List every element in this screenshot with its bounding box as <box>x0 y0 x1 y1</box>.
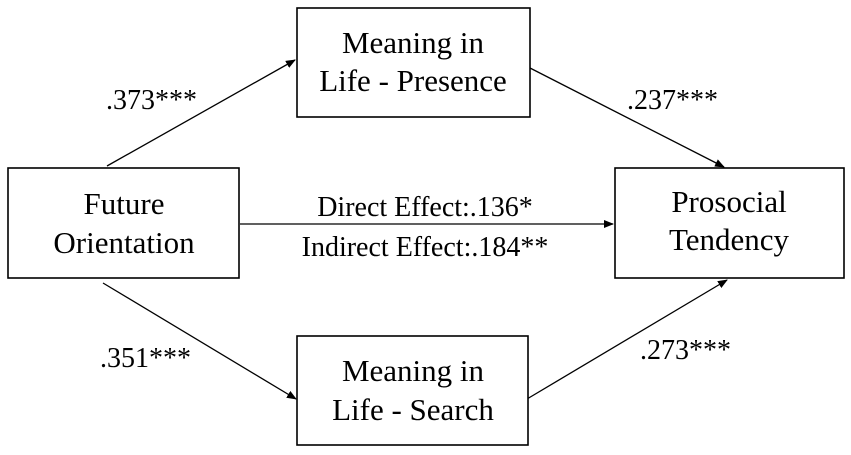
label-search-to-pt: .273*** <box>640 335 731 366</box>
node-meaning-search-line2: Life - Search <box>332 392 494 427</box>
arrow-fo-to-presence <box>106 59 296 167</box>
node-prosocial-tendency-line2: Tendency <box>669 222 790 257</box>
arrow-fo-to-search <box>102 282 297 400</box>
node-prosocial-tendency: Prosocial Tendency <box>614 167 845 279</box>
arrow-search-to-pt <box>526 279 728 400</box>
label-fo-to-presence: .373*** <box>106 85 197 116</box>
arrow-presence-to-pt <box>529 67 725 168</box>
node-meaning-presence-line2: Life - Presence <box>319 63 507 98</box>
node-future-orientation-line1: Future <box>84 186 165 221</box>
node-prosocial-tendency-box <box>614 167 845 279</box>
node-meaning-search-box <box>296 335 529 446</box>
node-meaning-presence: Meaning in Life - Presence <box>296 7 531 118</box>
node-prosocial-tendency-line1: Prosocial <box>671 184 786 219</box>
node-meaning-search-line1: Meaning in <box>342 353 485 388</box>
node-meaning-search: Meaning in Life - Search <box>296 335 529 446</box>
label-direct-effect: Direct Effect:.136* <box>317 192 533 223</box>
label-fo-to-search: .351*** <box>100 343 191 374</box>
node-future-orientation-box <box>7 167 240 279</box>
node-meaning-presence-box <box>296 7 531 118</box>
label-indirect-effect: Indirect Effect:.184** <box>302 232 549 263</box>
node-meaning-presence-line1: Meaning in <box>342 25 485 60</box>
node-future-orientation-line2: Orientation <box>53 225 195 260</box>
label-presence-to-pt: .237*** <box>627 85 718 116</box>
node-future-orientation: Future Orientation <box>7 167 240 279</box>
